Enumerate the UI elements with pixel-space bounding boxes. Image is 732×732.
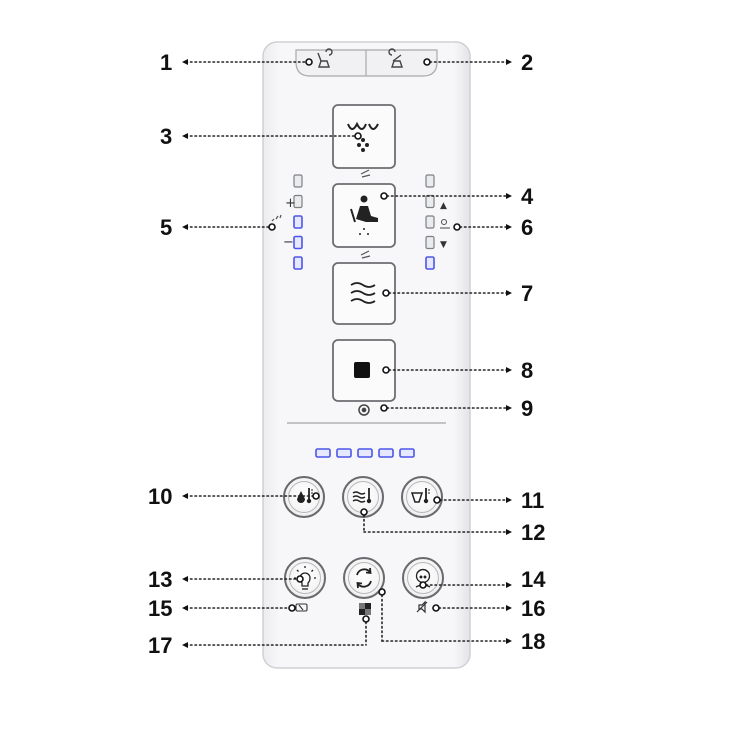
- temperature-led-2: [336, 448, 352, 458]
- water-temperature-icon: [297, 488, 313, 504]
- air-dry-icon: [350, 282, 376, 304]
- nozzle-position-icon: [440, 218, 450, 229]
- sanitize-icon: [359, 603, 371, 615]
- deodorize-icon: [358, 404, 370, 416]
- callout-11: 11: [521, 488, 544, 513]
- seat-temperature-icon: [410, 488, 430, 504]
- pressure-led-5: [293, 256, 303, 270]
- callout-13: 13: [148, 567, 172, 592]
- position-led-1: [425, 174, 435, 188]
- callout-8: 8: [521, 358, 533, 383]
- callout-7: 7: [521, 281, 533, 306]
- temperature-led-5: [399, 448, 415, 458]
- temperature-led-1: [315, 448, 331, 458]
- callout-leaders: [182, 58, 512, 648]
- minus-sign: −: [283, 235, 294, 250]
- temperature-led-3: [357, 448, 373, 458]
- position-level-indicator: [425, 174, 435, 270]
- callout-16: 16: [521, 596, 545, 621]
- temperature-level-indicator: [315, 448, 415, 458]
- lid-open-icon: [317, 48, 333, 68]
- rear-wash-icon: [347, 121, 379, 152]
- child-mode-button[interactable]: [402, 557, 444, 599]
- pressure-adjust-icon: [271, 214, 282, 222]
- cycle-button[interactable]: [343, 557, 385, 599]
- water-temperature-button[interactable]: [283, 476, 325, 518]
- callout-12: 12: [521, 520, 545, 545]
- position-led-2: [425, 194, 435, 209]
- position-led-5: [425, 256, 435, 270]
- callout-2: 2: [521, 50, 533, 75]
- stop-button[interactable]: [332, 339, 396, 402]
- lid-close-button[interactable]: [388, 48, 403, 68]
- energy-saving-icon: [295, 603, 308, 612]
- callout-15: 15: [148, 596, 172, 621]
- pressure-small-icon-top: [360, 169, 371, 178]
- seated-spray-icon: [350, 195, 378, 235]
- callout-5: 5: [160, 215, 172, 240]
- mute-icon: [416, 600, 428, 614]
- callout-6: 6: [521, 215, 533, 240]
- night-light-button[interactable]: [284, 557, 326, 599]
- pressure-led-2: [293, 194, 303, 209]
- plus-sign: +: [285, 196, 296, 211]
- seated-spray-button[interactable]: [332, 183, 396, 248]
- stop-icon: [354, 362, 370, 378]
- callout-9: 9: [521, 396, 533, 421]
- pressure-led-1: [293, 174, 303, 188]
- pressure-level-indicator: [293, 174, 303, 270]
- callout-17: 17: [148, 633, 172, 658]
- rear-wash-button[interactable]: [332, 104, 396, 169]
- lid-close-icon: [388, 48, 403, 68]
- position-led-4: [425, 235, 435, 250]
- callout-numbers: 1 2 3 4 5 6 7 8 9 10 11 12 13 14 15 16 1…: [148, 50, 546, 658]
- cycle-icon: [356, 567, 372, 589]
- callout-18: 18: [521, 629, 545, 654]
- lid-open-button[interactable]: [317, 48, 333, 68]
- up-arrow: ▲: [440, 201, 447, 211]
- air-temperature-icon: [352, 488, 372, 504]
- callout-1: 1: [160, 50, 172, 75]
- callout-4: 4: [521, 184, 534, 209]
- position-led-3: [425, 215, 435, 229]
- callout-3: 3: [160, 124, 172, 149]
- temperature-led-4: [378, 448, 394, 458]
- pressure-led-3: [293, 215, 303, 229]
- pressure-small-icon-bottom: [360, 250, 371, 259]
- seat-temperature-button[interactable]: [401, 476, 443, 518]
- pressure-led-4: [293, 235, 303, 250]
- callout-10: 10: [148, 484, 172, 509]
- down-arrow: ▼: [440, 240, 447, 250]
- callout-14: 14: [521, 567, 546, 592]
